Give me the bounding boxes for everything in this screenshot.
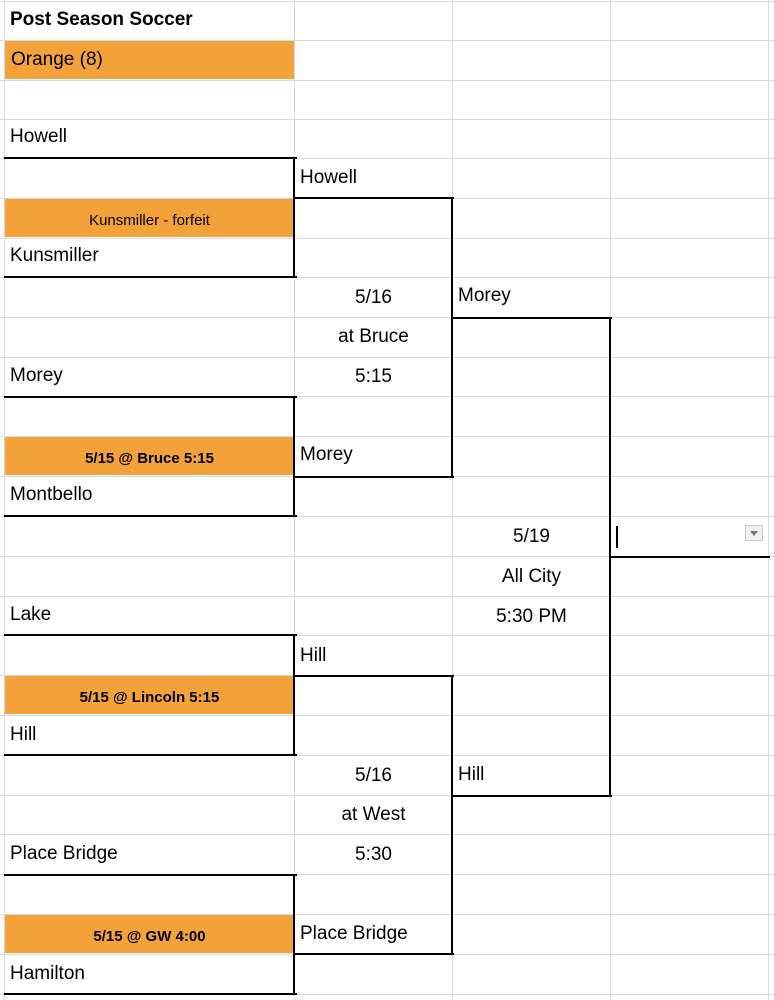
gridline (0, 994, 774, 995)
sheet-title[interactable]: Post Season Soccer (10, 10, 193, 30)
gridline (0, 436, 774, 437)
bracket-line (294, 476, 454, 478)
gridline (0, 715, 774, 716)
bracket-line (293, 874, 295, 995)
game4-note: 5/15 @ GW 4:00 (93, 928, 206, 945)
r1-game3-team-b[interactable]: Hill (10, 725, 37, 745)
gridline (0, 914, 774, 915)
final-time[interactable]: 5:30 PM (496, 607, 567, 627)
gridline (0, 357, 774, 358)
dropdown-arrow-icon[interactable] (745, 525, 763, 541)
gridline (4, 0, 5, 1000)
bracket-line (4, 276, 297, 278)
game2-note-cell[interactable]: 5/15 @ Bruce 5:15 (5, 437, 294, 475)
gridline (0, 1, 774, 2)
r1-game4-team-a[interactable]: Place Bridge (10, 844, 118, 864)
game2-note: 5/15 @ Bruce 5:15 (85, 450, 214, 467)
final-date[interactable]: 5/19 (513, 527, 550, 547)
final-team-b[interactable]: Hill (458, 765, 485, 785)
final-team-a[interactable]: Morey (458, 286, 511, 306)
bracket-name-cell[interactable]: Orange (8) (5, 41, 294, 79)
gridline (0, 277, 774, 278)
gridline (0, 596, 774, 597)
gridline (0, 158, 774, 159)
gridline (0, 238, 774, 239)
r1-game4-team-b[interactable]: Hamilton (10, 964, 85, 984)
bracket-line (4, 993, 297, 995)
bracket-line (294, 953, 454, 955)
gridline (0, 317, 774, 318)
gridline (0, 119, 774, 120)
semi-bottom-team-b[interactable]: Place Bridge (300, 924, 408, 944)
semi-top-location[interactable]: at Bruce (338, 327, 409, 347)
text-cursor (616, 526, 618, 548)
bracket-line (4, 634, 297, 636)
bracket-line (293, 634, 295, 756)
gridline (0, 755, 774, 756)
final-location[interactable]: All City (501, 567, 562, 587)
bracket-line (4, 515, 297, 517)
game4-note-cell[interactable]: 5/15 @ GW 4:00 (5, 915, 294, 953)
gridline (0, 795, 774, 796)
gridline (0, 874, 774, 875)
bracket-line (452, 795, 612, 797)
semi-bottom-location[interactable]: at West (341, 805, 406, 825)
bracket-line (451, 675, 453, 955)
bracket-line (451, 197, 453, 478)
game3-note-cell[interactable]: 5/15 @ Lincoln 5:15 (5, 676, 294, 714)
bracket-line (4, 157, 297, 159)
bracket-line (293, 157, 295, 278)
gridline (0, 80, 774, 81)
gridline (0, 834, 774, 835)
bracket-line (294, 197, 454, 199)
semi-top-team-b[interactable]: Morey (300, 445, 353, 465)
r1-game1-team-b[interactable]: Kunsmiller (10, 246, 99, 266)
r1-game1-team-a[interactable]: Howell (10, 127, 68, 147)
bracket-line (294, 675, 454, 677)
r1-game2-team-a[interactable]: Morey (10, 366, 63, 386)
bracket-line (4, 754, 297, 756)
bracket-line (293, 396, 295, 517)
bracket-line (452, 317, 612, 319)
r1-game3-team-a[interactable]: Lake (10, 605, 52, 625)
gridline (768, 0, 769, 1000)
bracket-line (610, 556, 770, 558)
semi-bottom-date[interactable]: 5/16 (355, 766, 392, 786)
game1-note: Kunsmiller - forfeit (89, 212, 210, 229)
bracket-line (4, 874, 297, 876)
semi-bottom-team-a[interactable]: Hill (300, 646, 327, 666)
gridline (0, 40, 774, 41)
game1-note-cell[interactable]: Kunsmiller - forfeit (5, 199, 294, 237)
game3-note: 5/15 @ Lincoln 5:15 (79, 689, 220, 706)
semi-bottom-time[interactable]: 5:30 (355, 845, 392, 865)
r1-game2-team-b[interactable]: Montbello (10, 485, 93, 505)
bracket-line (4, 396, 297, 398)
gridline (0, 516, 774, 517)
gridline (0, 635, 774, 636)
gridline (452, 0, 453, 1000)
semi-top-time[interactable]: 5:15 (355, 367, 392, 387)
bracket-name: Orange (8) (11, 49, 103, 70)
gridline (0, 396, 774, 397)
semi-top-date[interactable]: 5/16 (355, 288, 392, 308)
semi-top-team-a[interactable]: Howell (300, 168, 358, 188)
gridline (0, 556, 774, 557)
